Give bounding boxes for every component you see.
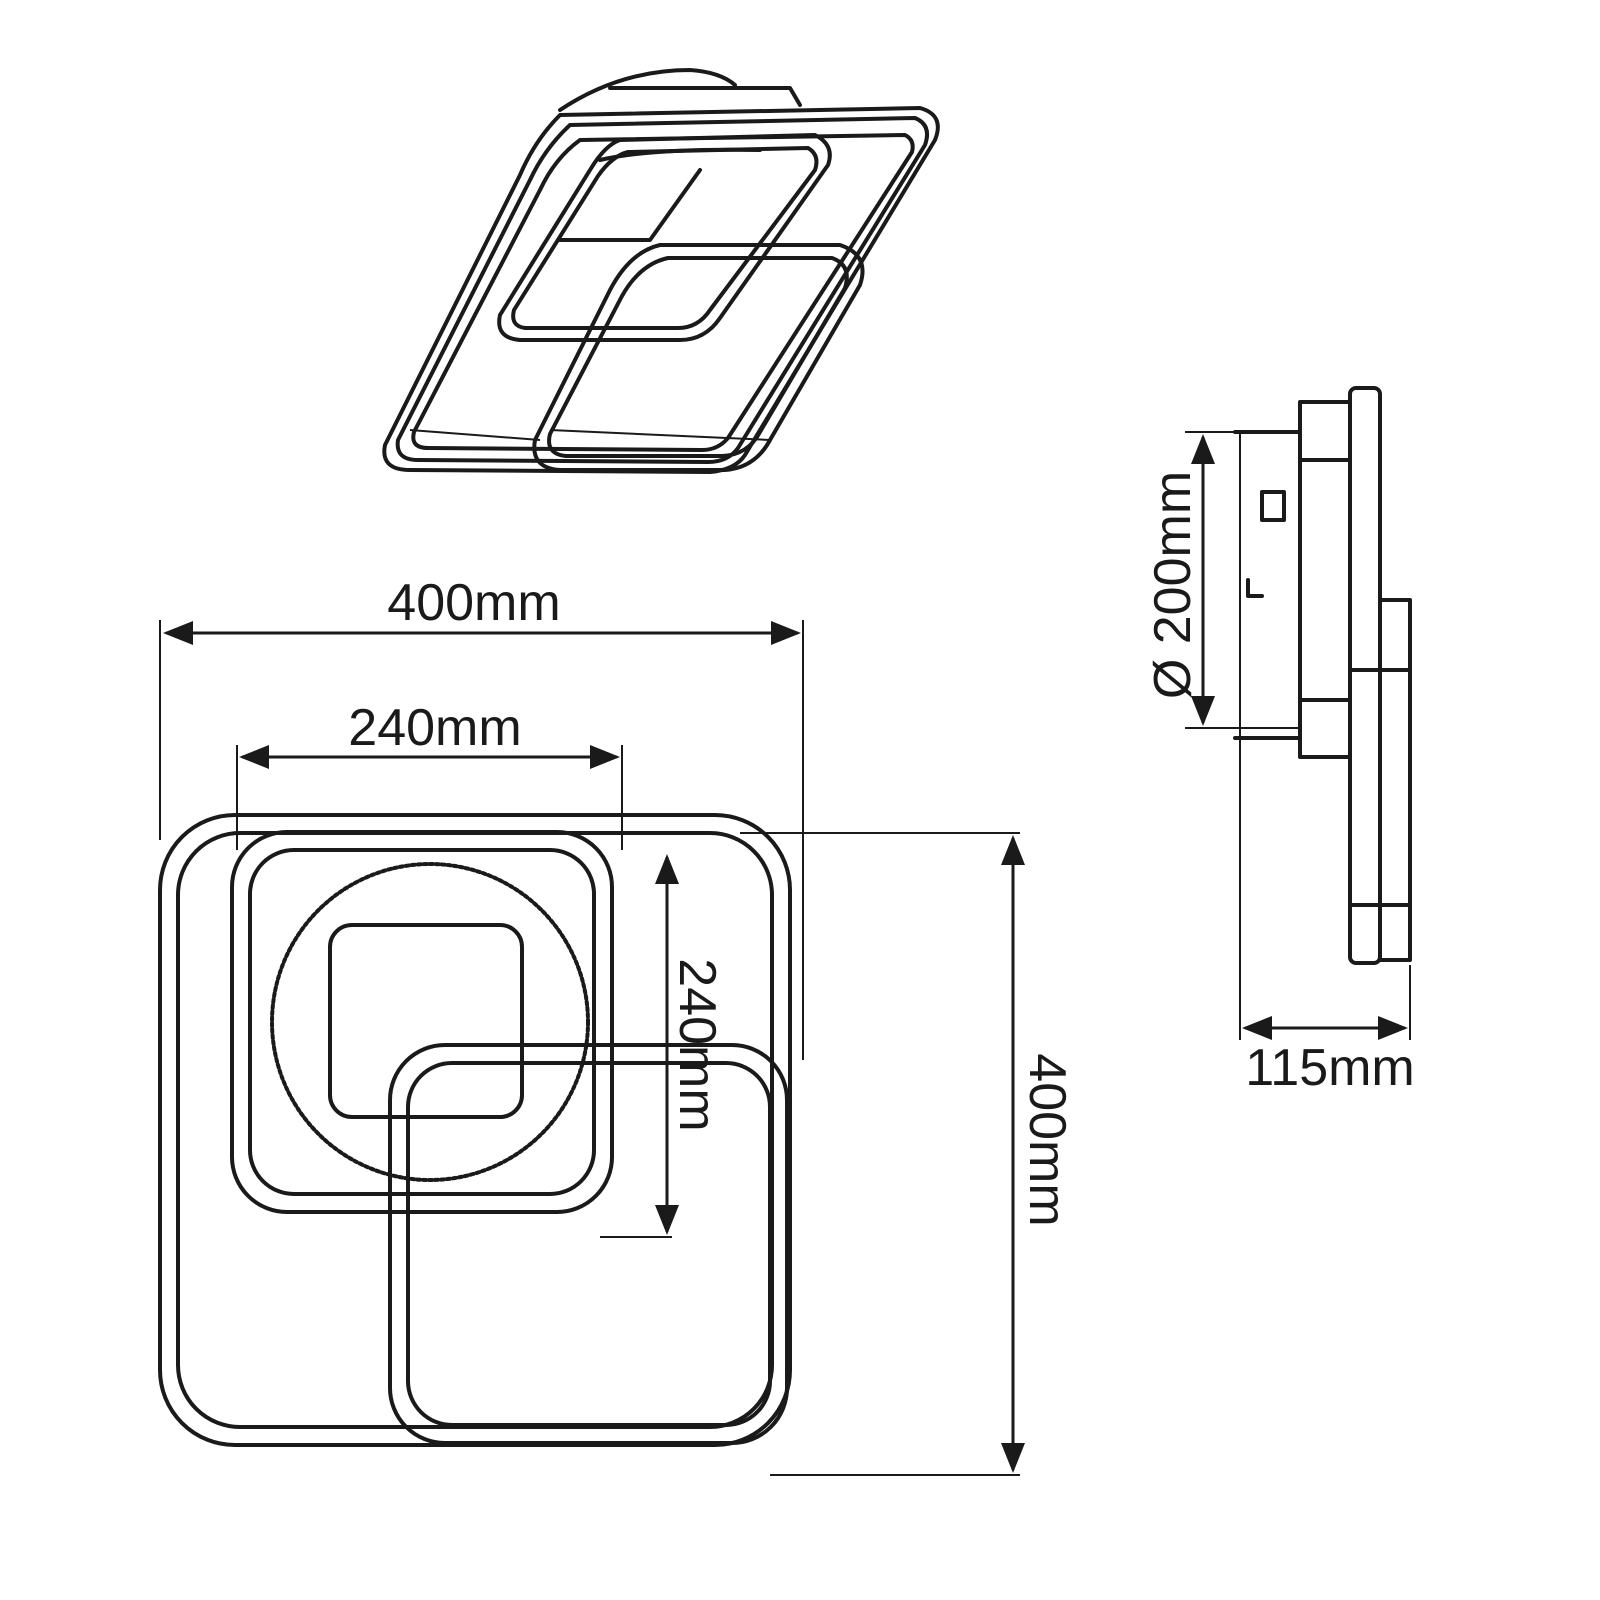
perspective-view [382, 68, 940, 474]
inner-width-label: 240mm [348, 699, 521, 757]
overall-width-label: 400mm [387, 574, 560, 632]
depth-label: 115mm [1245, 1039, 1415, 1097]
canopy-diameter-label: Ø 200mm [1144, 471, 1202, 699]
front-view [158, 813, 792, 1447]
dimension-lines [159, 431, 1411, 1476]
side-view [1233, 386, 1412, 965]
inner-height-label: 240mm [668, 958, 726, 1131]
overall-height-label: 400mm [1018, 1053, 1076, 1226]
